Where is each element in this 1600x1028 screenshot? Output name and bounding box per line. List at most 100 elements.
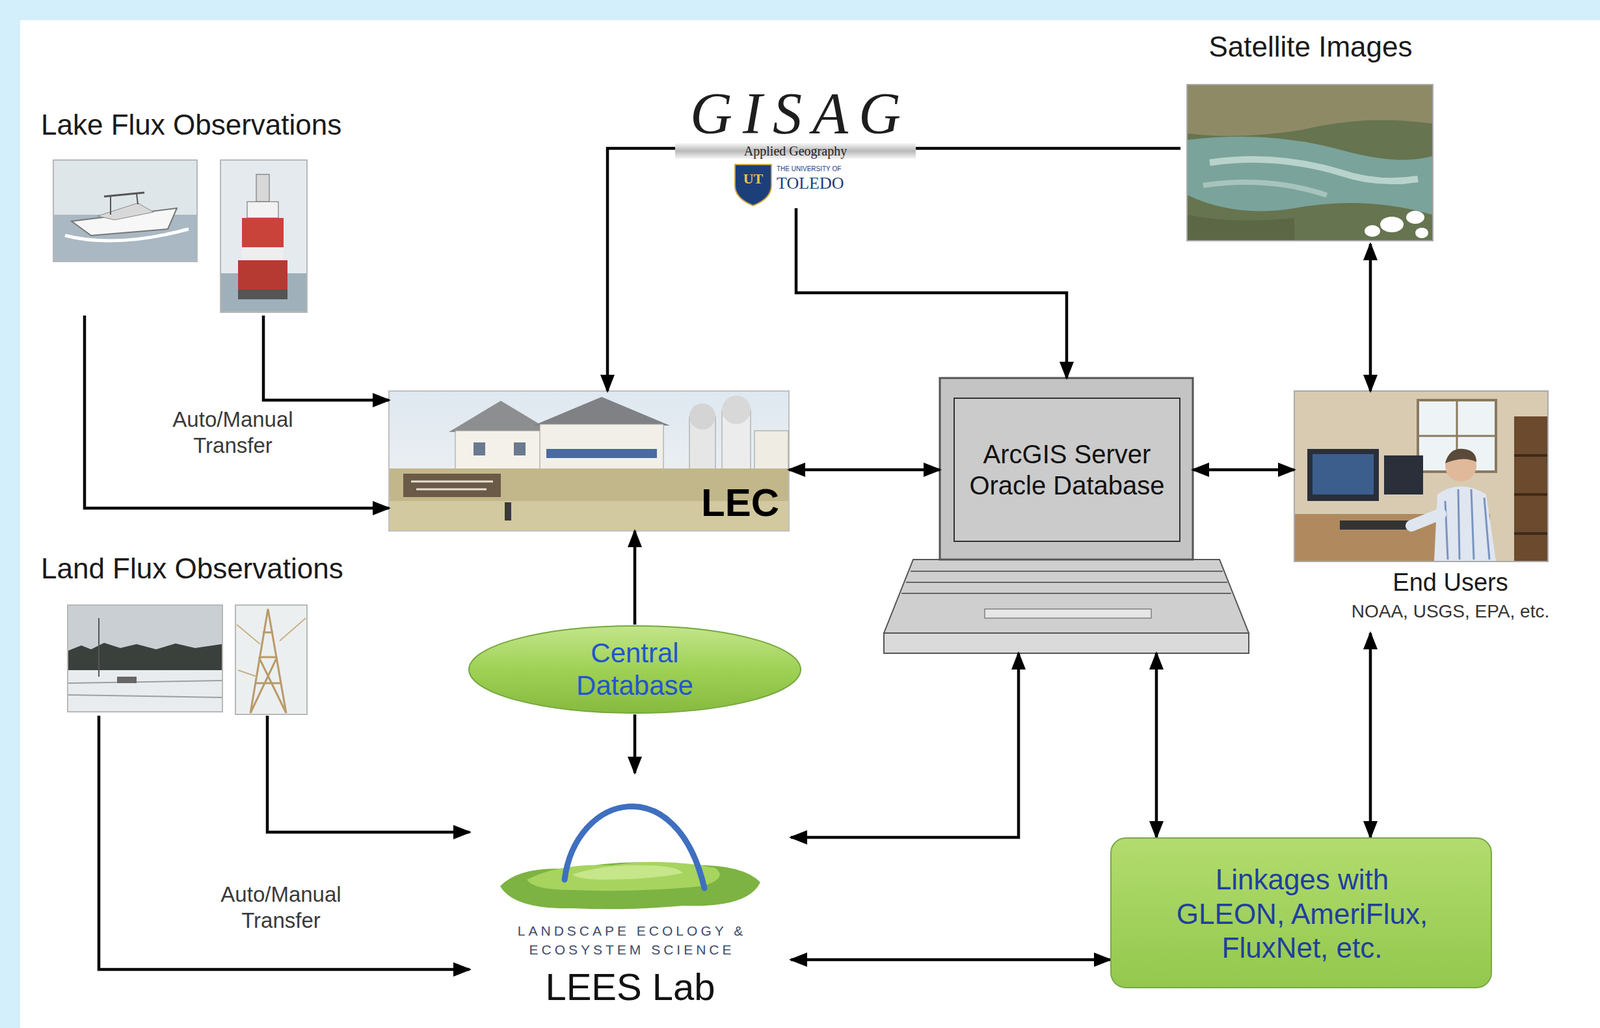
cloud [1380,216,1404,233]
logo-wordmark: GISAG [675,84,916,144]
group-heading: End Users [1313,567,1587,598]
boat-posts [110,193,138,215]
photo-frame [67,604,223,712]
sediment-plume [1209,159,1418,181]
flow-arrow [1155,653,1159,838]
sign [403,473,501,497]
post [504,502,512,521]
cloud [1406,210,1425,224]
boat-cabin [97,202,154,220]
screen-panel [954,398,1180,542]
logo-land-layer [526,861,720,891]
person-shirt [1434,486,1496,562]
photo-frame [1294,390,1548,562]
shelves [1514,455,1548,534]
server-laptop: ArcGIS Server Oracle Database [939,377,1193,654]
shore [1187,214,1295,240]
flow-arrow [267,715,470,832]
photo-frame [388,390,789,531]
trackpad [984,608,1152,618]
tower-cabin [247,201,279,218]
photo-frame [235,604,307,715]
grass [389,468,789,531]
cloud [1415,227,1429,239]
flow-arrow [607,148,676,391]
cloud [1364,225,1381,237]
flow-arrow [790,653,1019,838]
lec-photo [388,390,789,531]
flow-arrow [788,468,940,472]
university-line: THE UNIVERSITY OF [776,165,907,174]
flow-arrow [263,315,389,400]
barn-wall [754,430,789,470]
group-heading: Land Flux Observations [40,551,367,587]
window [473,442,486,456]
tower-band [241,247,284,261]
database-ellipse-shape [468,625,801,713]
flow-arrow [1369,632,1373,838]
laptop-illustration [883,377,1249,654]
end-users-photo [1294,390,1548,562]
end-users-group: End UsersNOAA, USGS, EPA, etc. [1294,390,1594,633]
monitor-screen [1312,453,1374,495]
field-photo [67,604,223,712]
branches [236,617,306,677]
tower-band [241,217,284,248]
linkages-label: Linkages with GLEON, AmeriFlux, FluxNet,… [1165,862,1439,966]
lake-observation-group: Lake Flux Observations [40,107,367,316]
shield [734,164,772,206]
field-lines [68,680,222,698]
photo-frame [53,160,198,262]
sediment-plume [1203,182,1327,196]
group-heading: Satellite Images [1180,29,1441,65]
flow-arrow [790,958,1111,962]
logo-tagline: LANDSCAPE ECOLOGY & ECOSYSTEM SCIENCE [489,920,772,960]
lake-water [1187,136,1433,215]
boat-top [104,192,145,197]
satellite-group: Satellite Images [1180,29,1441,244]
land [1187,85,1433,136]
flow-arrow [633,714,637,773]
agency-list: NOAA, USGS, EPA, etc. [1313,600,1587,623]
laptop-screen [939,377,1193,560]
laptop-edge [883,632,1249,654]
flow-arrow [98,715,470,970]
logo-land-layer [572,865,683,880]
database-label: Central Database [563,636,707,703]
person-hair [1445,448,1477,464]
lattice-tower [250,608,287,713]
transfer-note: Auto/Manual Transfer [154,406,311,458]
tower-band [238,260,288,290]
silo-dome [721,395,751,425]
land-observation-group: Land Flux Observations [40,551,367,716]
instrument [117,676,137,683]
transfer-note: Auto/Manual Transfer [202,881,360,933]
site-name: LEC [688,483,780,523]
lab-name: LEES Lab [469,967,791,1006]
buoy-photo [220,160,307,313]
tower-top [256,174,270,202]
photo-frame [220,160,307,313]
server-label: ArcGIS Server Oracle Database [954,438,1180,501]
white-panel [20,20,1600,1028]
roof [448,400,553,432]
sign-lettering [411,481,494,490]
tower-base [238,289,288,300]
roof [533,396,670,426]
flow-arrow [796,208,1067,378]
bookshelf [1514,416,1548,561]
monitor [1384,455,1424,495]
lec-photo-box: LEC [388,390,789,531]
window [513,442,526,456]
barn-wall [455,430,547,470]
satellite-image [1186,84,1433,241]
flow-arrow [1192,468,1295,472]
tree-line [68,642,222,670]
group-heading: Lake Flux Observations [40,107,367,143]
gisag-logo: GISAGApplied GeographyUTTHE UNIVERSITY O… [675,84,916,209]
flow-arrow [84,315,389,508]
snow-field [68,669,222,711]
laptop-base [883,559,1249,633]
